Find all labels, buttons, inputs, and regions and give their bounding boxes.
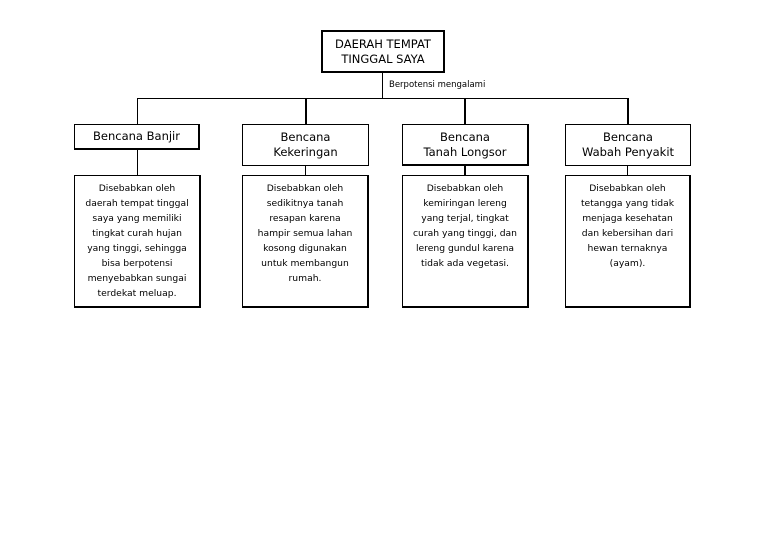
description-text: Disebabkan oleh daerah tempat tinggal sa… (85, 183, 189, 299)
root-title: DAERAH TEMPAT TINGGAL SAYA (335, 36, 431, 66)
description-box-penyakit: Disebabkan oleh tetangga yang tidak menj… (565, 175, 691, 308)
category-title: Bencana Tanah Longsor (423, 129, 507, 159)
branch-drop-penyakit (627, 98, 629, 124)
link-kekeringan (305, 165, 306, 175)
root-stem-line (382, 73, 383, 99)
description-text: Disebabkan oleh sedikitnya tanah resapan… (257, 183, 353, 284)
description-box-kekeringan: Disebabkan oleh sedikitnya tanah resapan… (242, 175, 369, 308)
branch-drop-kekeringan (305, 98, 307, 124)
category-title: Bencana Wabah Penyakit (581, 130, 675, 159)
description-box-longsor: Disebabkan oleh kemiringan lereng yang t… (402, 175, 529, 308)
link-banjir (137, 149, 138, 175)
link-penyakit (627, 165, 628, 175)
category-title: Bencana Banjir (93, 129, 180, 143)
description-text: Disebabkan oleh tetangga yang tidak menj… (580, 183, 675, 269)
category-node-penyakit: Bencana Wabah Penyakit (565, 124, 691, 166)
category-node-banjir: Bencana Banjir (74, 124, 200, 150)
description-text: Disebabkan oleh kemiringan lereng yang t… (413, 183, 517, 269)
description-box-banjir: Disebabkan oleh daerah tempat tinggal sa… (74, 175, 201, 308)
category-node-kekeringan: Bencana Kekeringan (242, 124, 369, 166)
branch-drop-banjir (137, 98, 138, 124)
root-node: DAERAH TEMPAT TINGGAL SAYA (321, 30, 445, 73)
category-title: Bencana Kekeringan (273, 130, 338, 159)
link-longsor (464, 165, 466, 175)
edge-label: Berpotensi mengalami (389, 80, 486, 90)
category-node-longsor: Bencana Tanah Longsor (402, 124, 529, 166)
branch-drop-longsor (464, 98, 466, 124)
branch-bus-line (137, 98, 628, 99)
